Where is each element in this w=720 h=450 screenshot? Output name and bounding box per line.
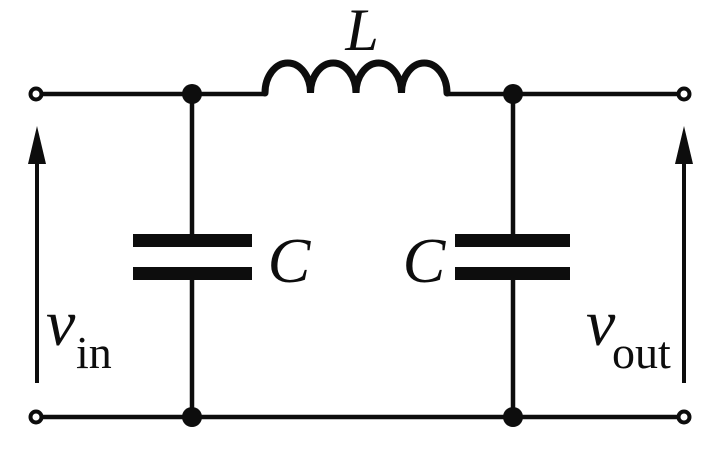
inductor-label: L bbox=[344, 0, 378, 63]
left-capacitor-label: C bbox=[268, 225, 312, 296]
junction-dot-bottom-right bbox=[503, 407, 523, 427]
junction-dot-top-right bbox=[503, 84, 523, 104]
vout-label-subscript: out bbox=[612, 327, 671, 378]
right-capacitor-label: C bbox=[403, 225, 447, 296]
output-terminal-bottom bbox=[676, 409, 692, 425]
vin-label-subscript: in bbox=[76, 327, 112, 378]
vout-label-main: v bbox=[586, 287, 616, 360]
junction-dot-bottom-left bbox=[182, 407, 202, 427]
vout-arrow-head-icon bbox=[675, 126, 693, 164]
input-terminal-bottom bbox=[28, 409, 44, 425]
output-terminal-top bbox=[676, 86, 692, 102]
inductor-coil bbox=[261, 59, 451, 97]
junction-dot-top-left bbox=[182, 84, 202, 104]
input-terminal-top bbox=[28, 86, 44, 102]
vin-label-main: v bbox=[46, 287, 76, 360]
vin-arrow-head-icon bbox=[28, 126, 46, 164]
